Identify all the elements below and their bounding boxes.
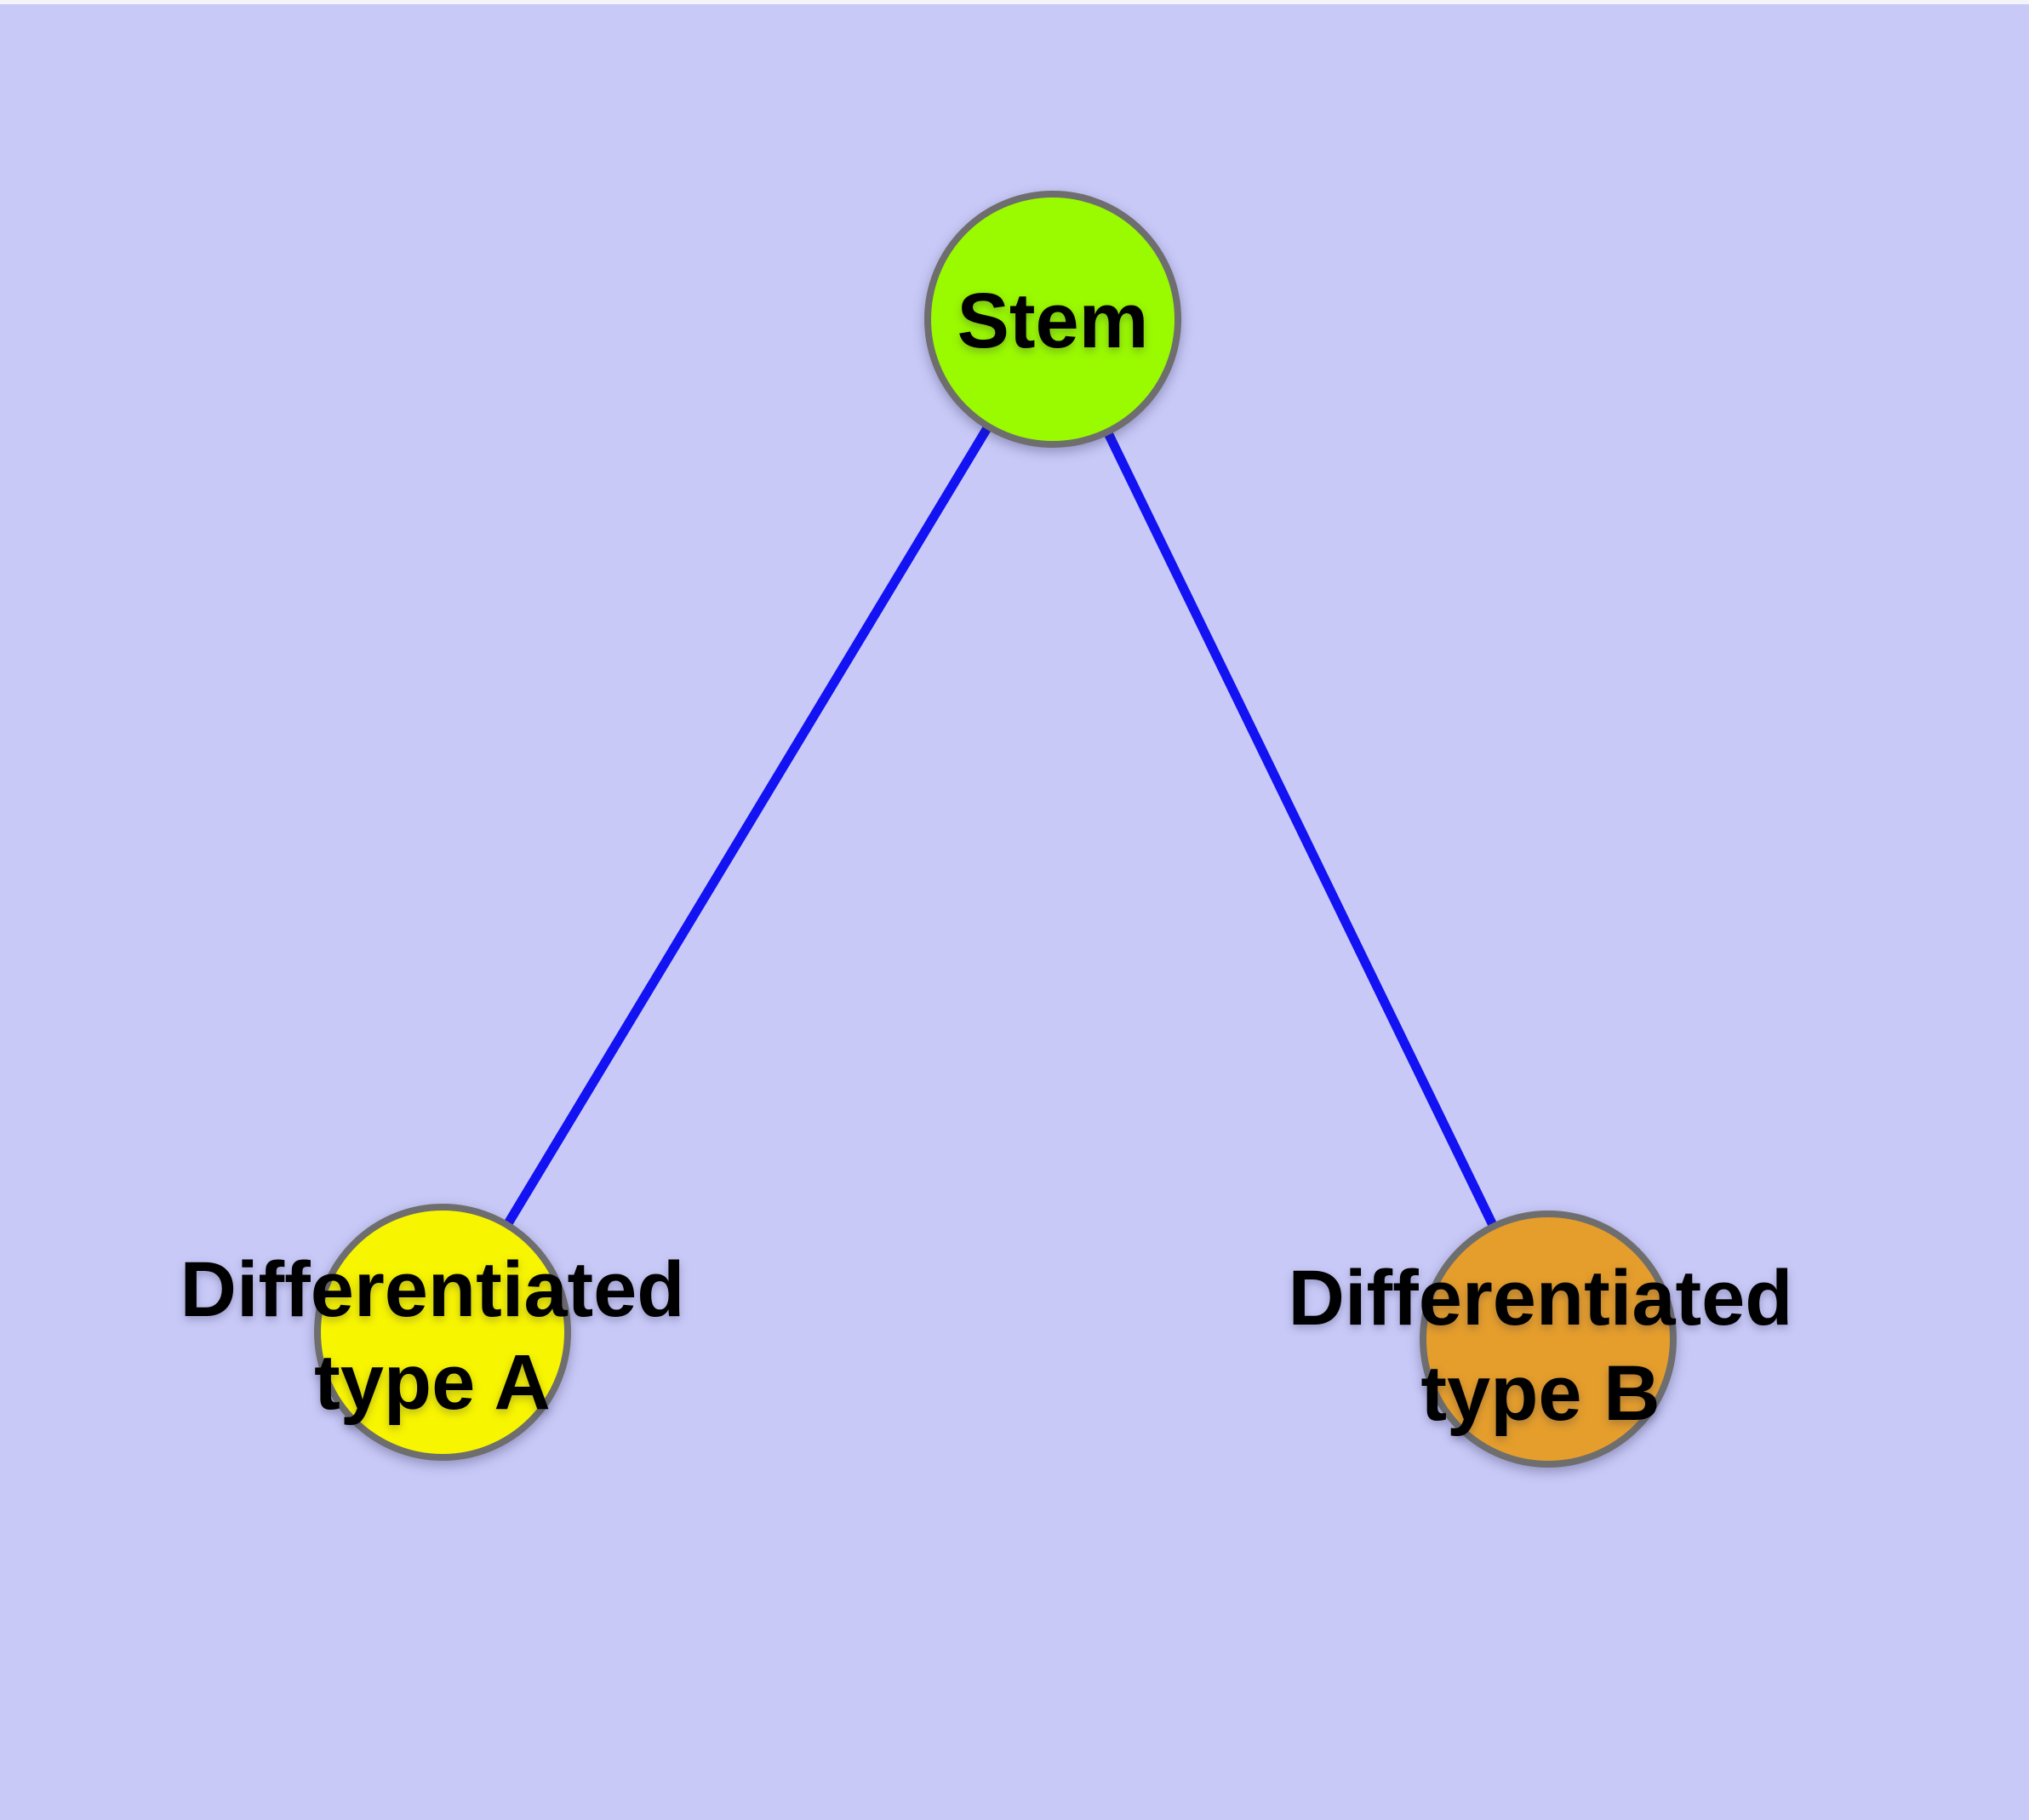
node-type-a-label-line1: Differentiated [180,1246,685,1333]
node-stem-circle[interactable] [924,191,1181,448]
node-stem[interactable]: Stem [924,191,1181,448]
node-type-b-circle[interactable] [1420,1210,1677,1468]
node-type-a-circle[interactable] [314,1204,571,1461]
node-type-b-label-line1: Differentiated [1289,1255,1793,1342]
top-edge-strip [0,0,2029,4]
node-type-b-label-line2: type B [1420,1350,1660,1437]
edge-stem-to-type-a[interactable] [438,317,1057,1335]
node-type-a-label-line2: type A [314,1339,551,1426]
node-differentiated-type-a[interactable]: Differentiated type A [180,1204,685,1461]
edge-stem-to-type-b[interactable] [1049,317,1552,1342]
node-stem-label: Stem [957,278,1149,364]
node-differentiated-type-b[interactable]: Differentiated type B [1289,1210,1793,1468]
